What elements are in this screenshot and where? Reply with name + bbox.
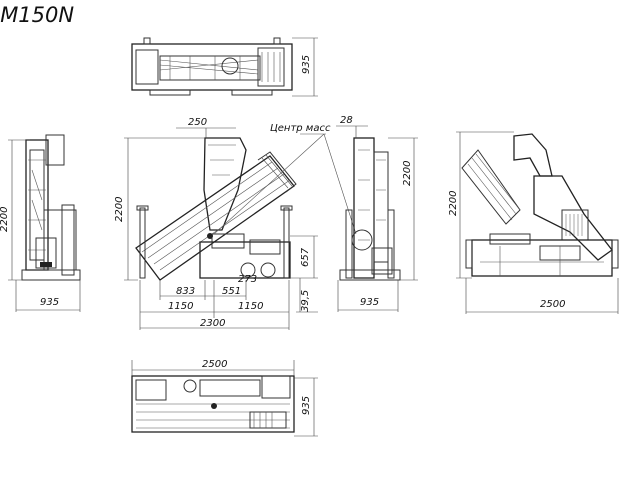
bottom-view-width-dim: 2500	[202, 359, 227, 370]
top-view: 935	[131, 37, 318, 97]
side-view-1150b-dim: 1150	[238, 301, 263, 312]
left-view-width-dim: 935	[40, 297, 59, 308]
bottom-view: 2500 935	[131, 359, 318, 437]
center-mass-leader	[213, 133, 357, 235]
model-title: IM150N	[0, 3, 74, 27]
left-view-height-dim: 2200	[0, 207, 10, 232]
side-view-height-dim: 2200	[114, 197, 125, 222]
front-view-height-dim: 2200	[402, 161, 413, 186]
bottom-view-height-dim: 935	[301, 396, 312, 415]
front-view-28-dim: 28	[340, 115, 353, 126]
side-view-2300-dim: 2300	[200, 318, 225, 329]
side-view-250-dim: 250	[188, 117, 207, 128]
side-view: 2200 250 273 657 39,5 833 551 1150 1150 …	[114, 117, 357, 330]
top-view-height-dim: 935	[301, 55, 312, 74]
side-view-1150a-dim: 1150	[168, 301, 193, 312]
side-view-395-dim: 39,5	[300, 290, 311, 312]
center-mass-label: Центр масс	[270, 123, 331, 134]
side-view-273-dim: 273	[238, 274, 257, 285]
side-view-551-dim: 551	[222, 286, 241, 297]
front-view: 28 2200 935	[336, 115, 418, 312]
front-view-width-dim: 935	[360, 297, 379, 308]
left-end-view: 2200 935	[0, 134, 81, 312]
rear-view-width-dim: 2500	[540, 299, 565, 310]
side-view-657-dim: 657	[300, 247, 311, 267]
side-view-833-dim: 833	[176, 286, 195, 297]
rear-view-height-dim: 2200	[448, 191, 459, 216]
rear-view: 2200 2500	[448, 131, 619, 314]
